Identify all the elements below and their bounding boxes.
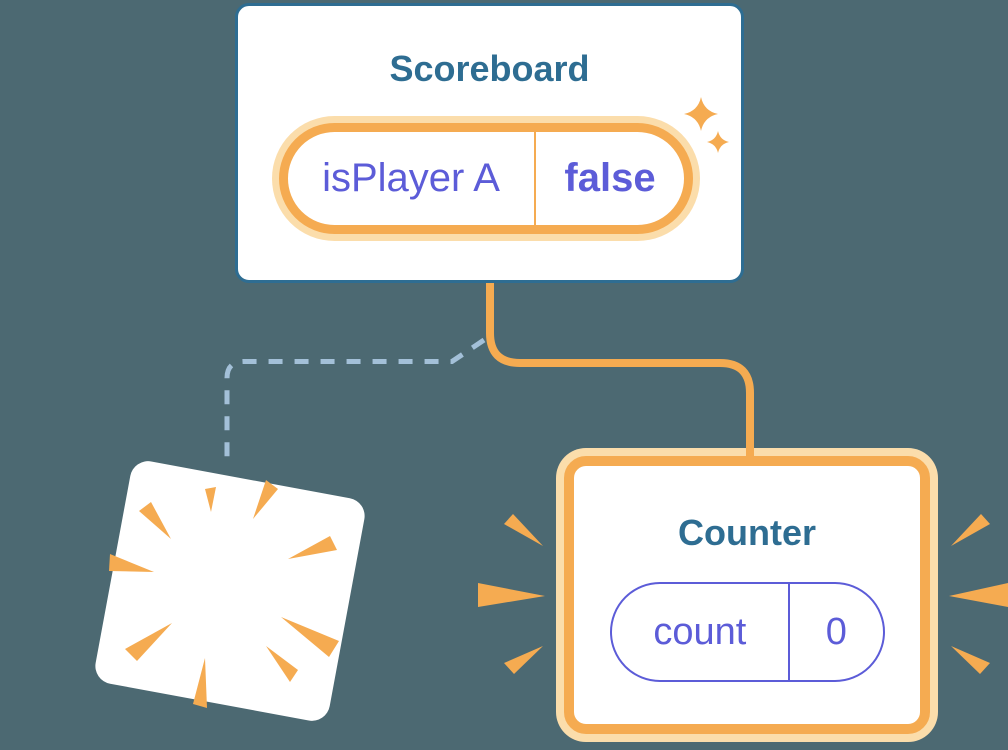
- solid-connector-line: [486, 278, 754, 460]
- scoreboard-component-card: Scoreboard isPlayer A false: [235, 3, 744, 283]
- counter-component-card: Counter count 0: [556, 448, 938, 742]
- state-value: false: [534, 132, 684, 225]
- removed-component-card: [92, 458, 368, 724]
- state-name: isPlayer A: [322, 156, 500, 200]
- counter-title: Counter: [678, 512, 816, 553]
- burst-rays-left-icon: [478, 514, 545, 674]
- scoreboard-title: Scoreboard: [389, 48, 590, 89]
- state-pill-glow: isPlayer A false: [272, 116, 700, 241]
- dashed-connector-line: [224, 337, 486, 458]
- scoreboard-state-pill: isPlayer A false: [279, 123, 693, 234]
- burst-rays-right-icon: [949, 514, 1008, 674]
- counter-card-inner: Counter count 0: [564, 456, 930, 734]
- state-value: 0: [787, 584, 883, 680]
- state-name: count: [653, 610, 747, 653]
- counter-state-pill: count 0: [610, 582, 885, 682]
- connector-bridge: [746, 444, 754, 464]
